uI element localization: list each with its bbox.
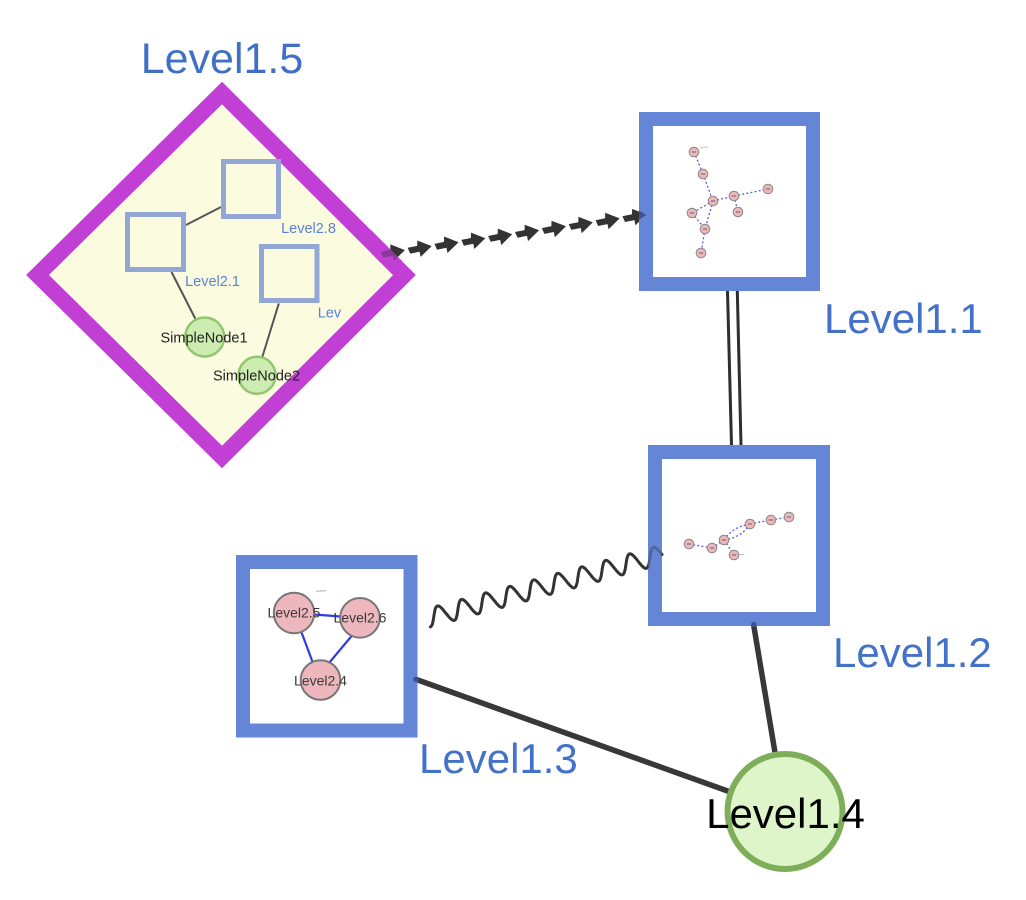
svg-text:Level1.5: Level1.5 xyxy=(141,35,304,83)
svg-text:Level2.4: Level2.4 xyxy=(294,673,347,689)
svg-text:Level2.6: Level2.6 xyxy=(334,610,387,626)
svg-text:Level2.5: Level2.5 xyxy=(268,605,321,621)
svg-text:Level1.4: Level1.4 xyxy=(706,790,865,837)
svg-text:Level2.1: Level2.1 xyxy=(185,274,240,290)
svg-text:Level1.2: Level1.2 xyxy=(833,629,992,676)
svg-text:Level2.8: Level2.8 xyxy=(281,221,336,237)
svg-text:Level1.3: Level1.3 xyxy=(419,735,578,782)
svg-text:Lev: Lev xyxy=(318,306,342,322)
svg-text:SimpleNode2: SimpleNode2 xyxy=(213,369,300,385)
svg-text:SimpleNode1: SimpleNode1 xyxy=(160,330,247,346)
svg-text:Level1.1: Level1.1 xyxy=(824,295,983,342)
